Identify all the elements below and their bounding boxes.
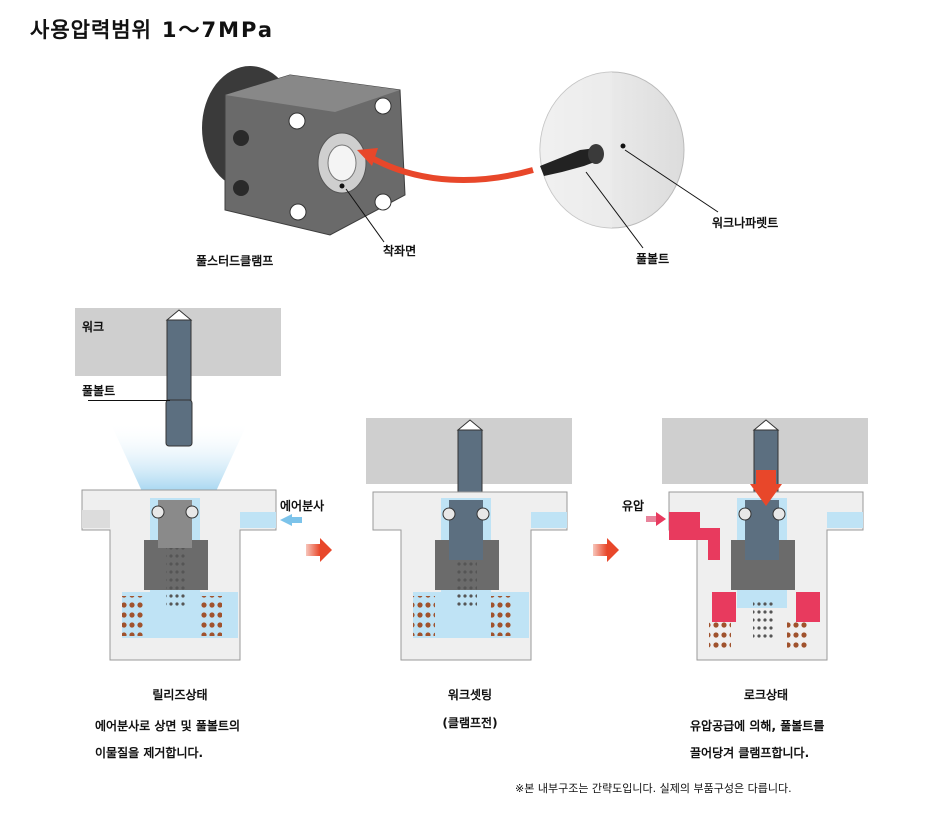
clamp-body-1 [81, 489, 277, 661]
leader-pull-bolt [88, 400, 170, 401]
leader-seat [345, 188, 385, 243]
pallet-illustration [539, 71, 685, 229]
stage-release [75, 308, 302, 661]
clamp-illustration [202, 66, 406, 236]
arrow-1 [306, 538, 332, 562]
air-spray [110, 422, 248, 500]
caption-setting: 워크셋팅 [447, 688, 493, 702]
caption-release: 릴리즈상태 [152, 688, 208, 702]
desc-lock-line1: 유압공급에 의해, 풀볼트를 [690, 719, 825, 733]
footnote: ※본 내부구조는 간략도입니다. 실제의 부품구성은 다릅니다. [515, 782, 792, 795]
pull-down-arrow [750, 484, 782, 506]
label-clamp: 풀스터드클램프 [196, 254, 274, 268]
caption-lock: 로크상태 [743, 688, 789, 702]
label-pull-bolt: 풀볼트 [82, 384, 116, 398]
label-pallet: 워크나파렛트 [712, 216, 779, 230]
pressure-range: 1～7MPa [161, 18, 275, 42]
desc-release-line1: 에어분사로 상면 및 풀볼트의 [95, 719, 241, 733]
label-oil: 유압 [622, 499, 645, 513]
label-work: 워크 [82, 320, 105, 334]
leader-bolt [585, 171, 644, 249]
label-bolt: 풀볼트 [636, 252, 670, 266]
arrow-2 [593, 538, 619, 562]
title-text: 사용압력범위 [30, 18, 152, 42]
label-air: 에어분사 [280, 499, 325, 513]
stage-setting [366, 418, 572, 661]
leader-pallet [624, 149, 719, 213]
seating-arrow [368, 154, 534, 183]
desc-lock-line2: 끌어당겨 클램프합니다. [690, 746, 810, 760]
subcaption-setting: (클램프전) [442, 716, 498, 730]
stage-lock [646, 418, 868, 661]
label-seat: 착좌면 [383, 244, 417, 258]
page-title: 사용압력범위 1～7MPa [30, 14, 274, 44]
desc-release-line2: 이물질을 제거합니다. [95, 746, 204, 760]
